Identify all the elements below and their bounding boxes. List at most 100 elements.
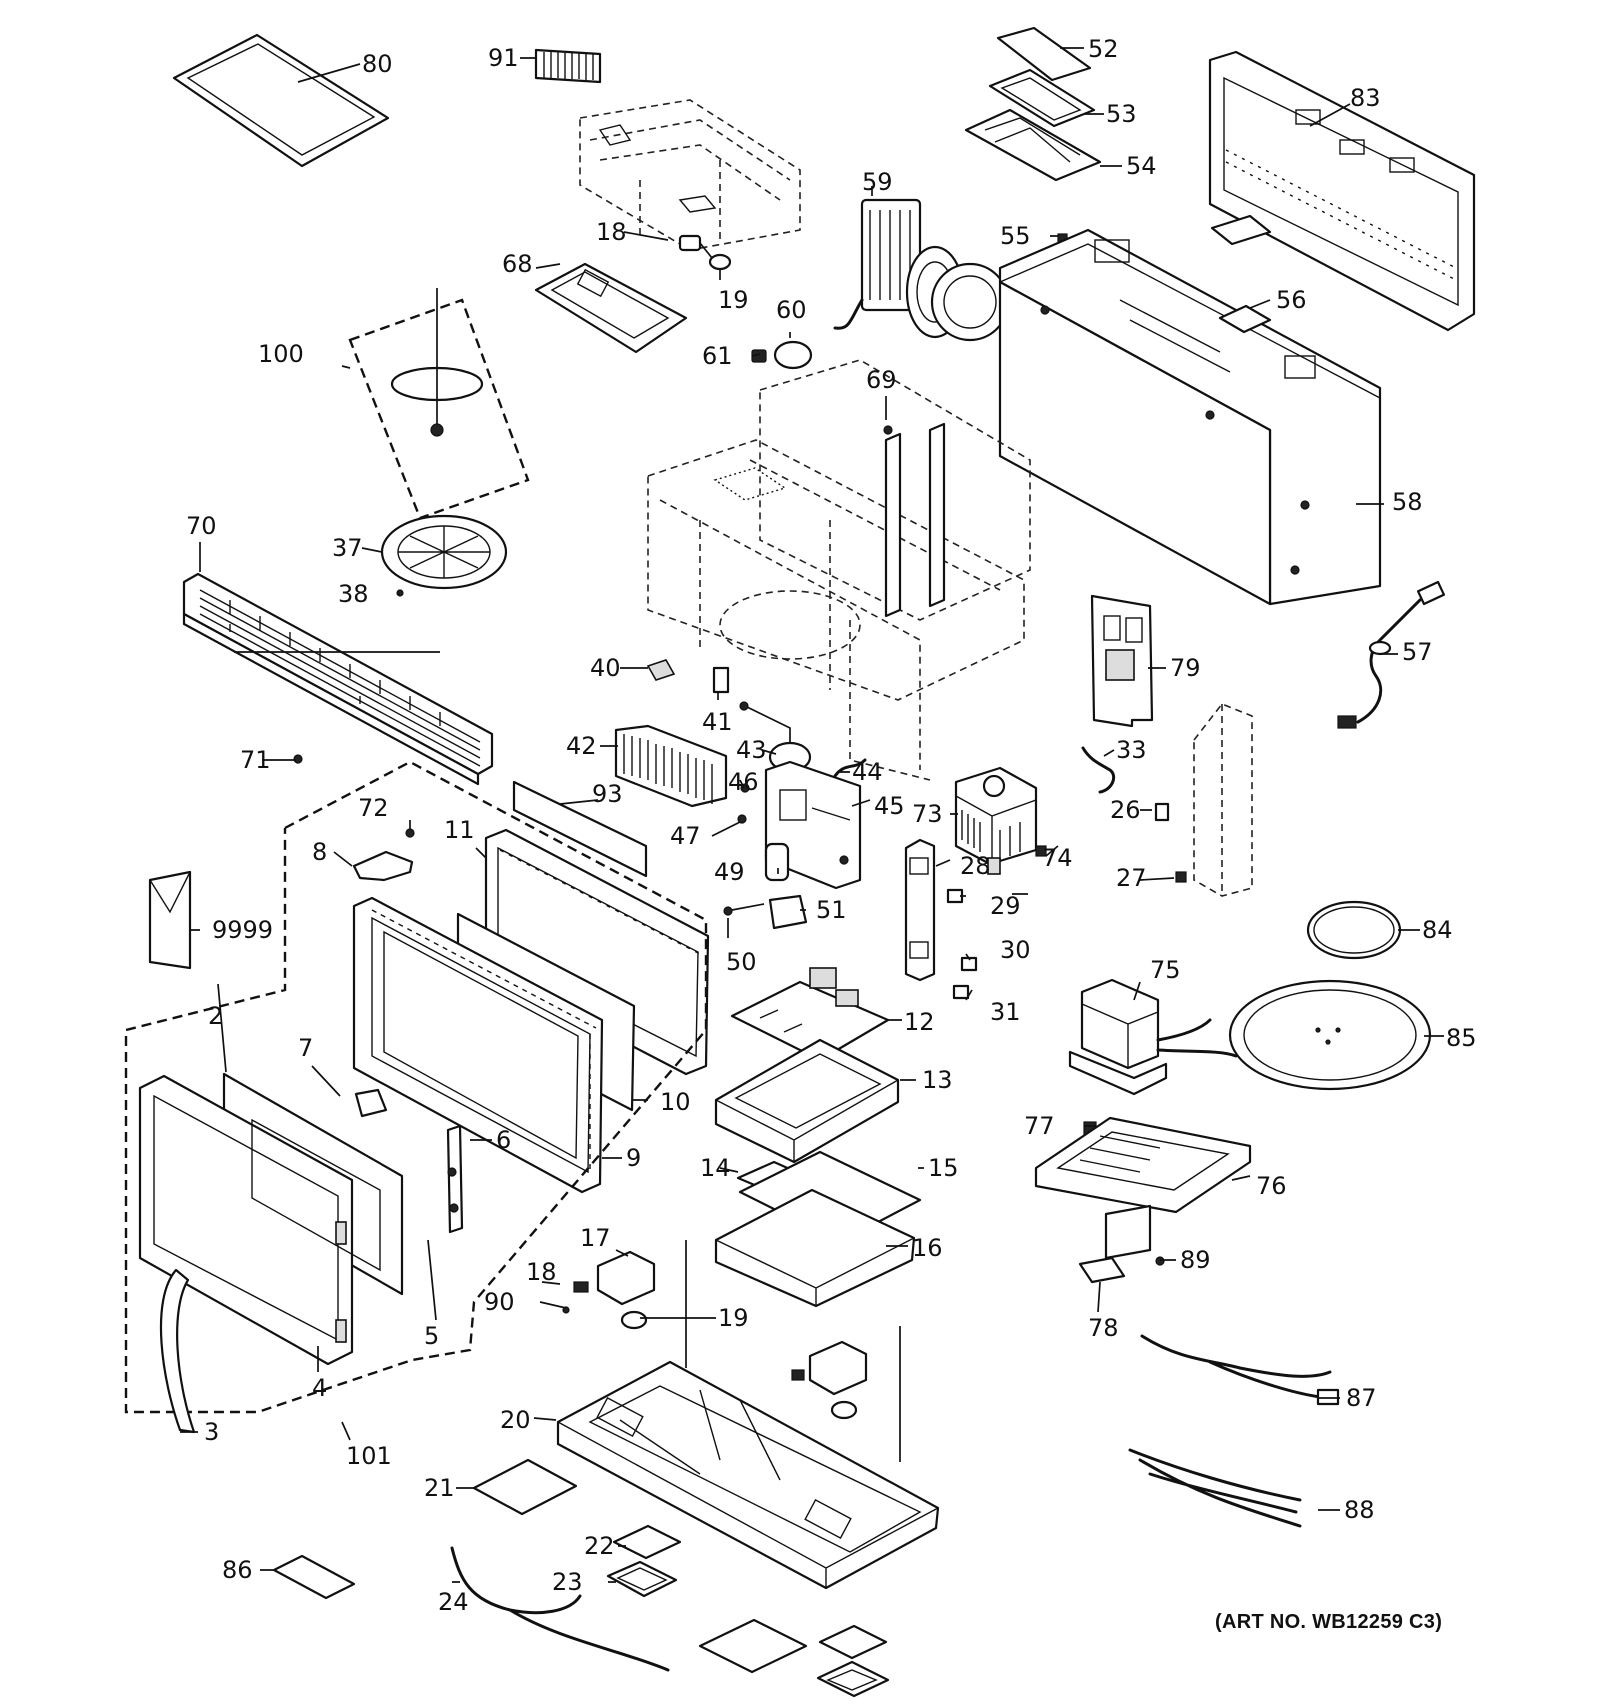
door-outer-group	[124, 760, 708, 1414]
switch-box-icon	[1154, 703, 1253, 897]
callout-5: 5	[424, 1322, 439, 1350]
callout-42: 42	[566, 732, 597, 760]
callout-4: 4	[312, 1374, 327, 1402]
callout-69: 69	[866, 366, 897, 394]
cooktop-light-lens-2-icon	[698, 1618, 808, 1674]
capacitor-icon	[723, 842, 808, 930]
callout-79: 79	[1170, 654, 1201, 682]
tape-strip-icon	[512, 780, 648, 878]
exhaust-damper-icon	[964, 26, 1102, 182]
callout-23: 23	[552, 1568, 583, 1596]
callout-9999: 9999	[212, 916, 273, 944]
harness-wire-icon	[1081, 746, 1116, 794]
lamp-bracket-2-icon	[816, 1660, 890, 1698]
callout-75: 75	[1150, 956, 1181, 984]
callout-10: 10	[660, 1088, 691, 1116]
lamp-bracket-icon	[606, 1560, 678, 1598]
control-panel-icon	[714, 1150, 922, 1308]
turntable-motor-icon	[739, 701, 812, 773]
callout-21: 21	[424, 1474, 455, 1502]
lamp-housing-right-icon	[791, 1340, 868, 1420]
callout-40: 40	[590, 654, 621, 682]
lens-cover-icon	[612, 1524, 682, 1560]
switch-icon	[946, 888, 964, 904]
callout-29: 29	[990, 892, 1021, 920]
callout-17: 17	[580, 1224, 611, 1252]
cavity-frame-top-icon	[579, 99, 801, 251]
thermistor-wire-icon	[833, 758, 867, 778]
callout-83: 83	[1350, 84, 1381, 112]
callout-6: 6	[496, 1126, 511, 1154]
callout-41: 41	[702, 708, 733, 736]
callout-61: 61	[702, 342, 733, 370]
cooktop-light-lens-icon	[472, 1458, 578, 1516]
callout-7: 7	[298, 1034, 313, 1062]
leader-lines	[180, 47, 1444, 1583]
callout-46: 46	[728, 768, 759, 796]
hinge-top-icon	[352, 850, 414, 882]
callout-86: 86	[222, 1556, 253, 1584]
callout-15: 15	[928, 1154, 959, 1182]
callout-33: 33	[1116, 736, 1147, 764]
callout-72: 72	[358, 794, 389, 822]
callout-57: 57	[1402, 638, 1433, 666]
callout-49: 49	[714, 858, 745, 886]
lamp-housing-icon	[562, 1250, 656, 1330]
stirrer-assembly-group	[348, 288, 530, 520]
coupler-icon	[646, 659, 676, 681]
callout-labels: 80 91 52 53 54 83 18 19 59 55 56 68 60 6…	[186, 35, 1477, 1616]
latch-switch-icon	[712, 666, 730, 694]
callout-19-bottom: 19	[718, 1304, 749, 1332]
main-wire-harness-icon	[1128, 1448, 1302, 1528]
noise-filter-bracket-icon	[1090, 594, 1154, 728]
callout-13: 13	[922, 1066, 953, 1094]
callout-50: 50	[726, 948, 757, 976]
callout-80: 80	[362, 50, 393, 78]
callout-74: 74	[1042, 844, 1073, 872]
outer-case-icon	[998, 214, 1382, 606]
callout-11: 11	[444, 816, 475, 844]
circuit-board-icon	[730, 967, 890, 1062]
callout-9: 9	[626, 1144, 641, 1172]
callout-58: 58	[1392, 488, 1423, 516]
callout-101: 101	[346, 1442, 392, 1470]
magnetron-icon	[954, 766, 1038, 875]
grease-filter-icon	[614, 724, 728, 808]
callout-14: 14	[700, 1154, 731, 1182]
charcoal-filter-icon	[172, 33, 390, 168]
callout-100: 100	[258, 340, 304, 368]
callout-43: 43	[736, 736, 767, 764]
lamp-socket-top-icon	[678, 234, 732, 271]
callout-89: 89	[1180, 1246, 1211, 1274]
callout-85: 85	[1446, 1024, 1477, 1052]
part-drawings	[124, 26, 1476, 1698]
callout-77: 77	[1024, 1112, 1055, 1140]
thermal-cutout-icon	[1035, 845, 1047, 857]
callout-60: 60	[776, 296, 807, 324]
callout-19-top: 19	[718, 286, 749, 314]
callout-87: 87	[1346, 1384, 1377, 1412]
callout-20: 20	[500, 1406, 531, 1434]
support-bracket-icon	[883, 422, 946, 618]
control-housing-icon	[714, 1038, 900, 1164]
callout-88: 88	[1344, 1496, 1375, 1524]
callout-8: 8	[312, 838, 327, 866]
owners-manual-icon	[148, 870, 192, 970]
wire-harness-icon	[1140, 1334, 1332, 1400]
callout-76: 76	[1256, 1172, 1287, 1200]
door-glass-icon	[138, 1072, 404, 1366]
installation-card-icon	[272, 1554, 356, 1600]
callout-73: 73	[912, 800, 943, 828]
damper-motor-icon	[751, 340, 813, 370]
vent-grille-front-icon	[182, 572, 494, 786]
callout-53: 53	[1106, 100, 1137, 128]
callout-47: 47	[670, 822, 701, 850]
callout-55: 55	[1000, 222, 1031, 250]
lamp-wire-icon	[450, 1546, 670, 1672]
stirrer-fan-icon	[380, 514, 508, 597]
callout-22: 22	[584, 1532, 615, 1560]
mounting-clip-icon	[1078, 1256, 1126, 1284]
callout-37: 37	[332, 534, 363, 562]
door-assembly-icon	[352, 896, 604, 1194]
callout-78: 78	[1088, 1314, 1119, 1342]
